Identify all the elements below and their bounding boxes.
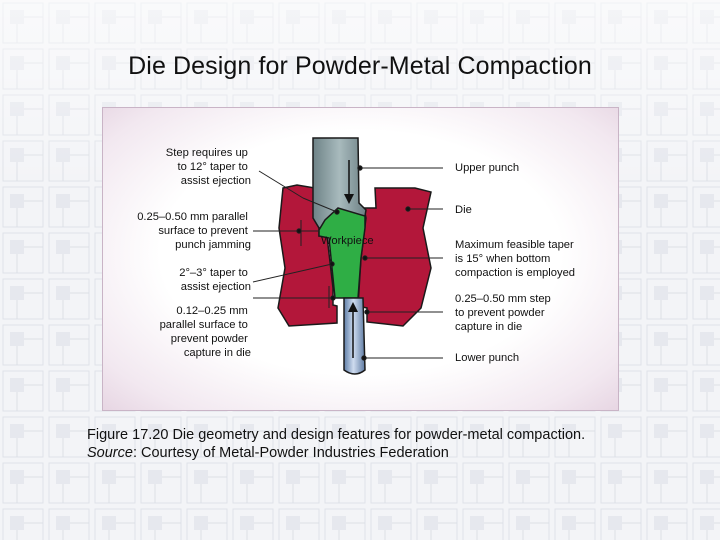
label-max-taper: Maximum feasible taper is 15° when botto… bbox=[455, 239, 577, 279]
leader-lines-left bbox=[252, 170, 340, 308]
label-upper-punch: Upper punch bbox=[455, 162, 519, 174]
lower-punch bbox=[343, 297, 366, 375]
caption-source-line: Source: Courtesy of Metal-Powder Industr… bbox=[87, 444, 707, 462]
caption-source-label: Source bbox=[87, 445, 133, 461]
figure-caption: Figure 17.20 Die geometry and design fea… bbox=[87, 426, 707, 462]
label-lower-punch: Lower punch bbox=[455, 352, 519, 364]
figure-panel: Workpiece Step requires up to 12° taper … bbox=[102, 107, 619, 411]
label-parallel-surface: 0.25–0.50 mm parallel surface to prevent… bbox=[137, 211, 251, 251]
label-step-capture: 0.25–0.50 mm step to prevent powder capt… bbox=[455, 293, 554, 333]
label-parallel-surface-capture: 0.12–0.25 mm parallel surface to prevent… bbox=[160, 305, 251, 359]
label-step-taper: Step requires up to 12° taper to assist … bbox=[166, 147, 251, 187]
workpiece bbox=[318, 207, 366, 299]
label-taper-ejection: 2°–3° taper to assist ejection bbox=[179, 267, 251, 293]
label-die: Die bbox=[455, 204, 472, 216]
slide-title: Die Design for Powder-Metal Compaction bbox=[128, 52, 592, 80]
caption-line: Figure 17.20 Die geometry and design fea… bbox=[87, 427, 586, 443]
die-diagram: Workpiece Step requires up to 12° taper … bbox=[137, 137, 577, 375]
upper-punch-arrow bbox=[344, 160, 354, 204]
workpiece-label: Workpiece bbox=[321, 235, 374, 247]
leader-lines-right bbox=[357, 165, 443, 361]
caption-source-text: : Courtesy of Metal-Powder Industries Fe… bbox=[132, 445, 449, 461]
lower-punch-arrow bbox=[348, 302, 358, 358]
